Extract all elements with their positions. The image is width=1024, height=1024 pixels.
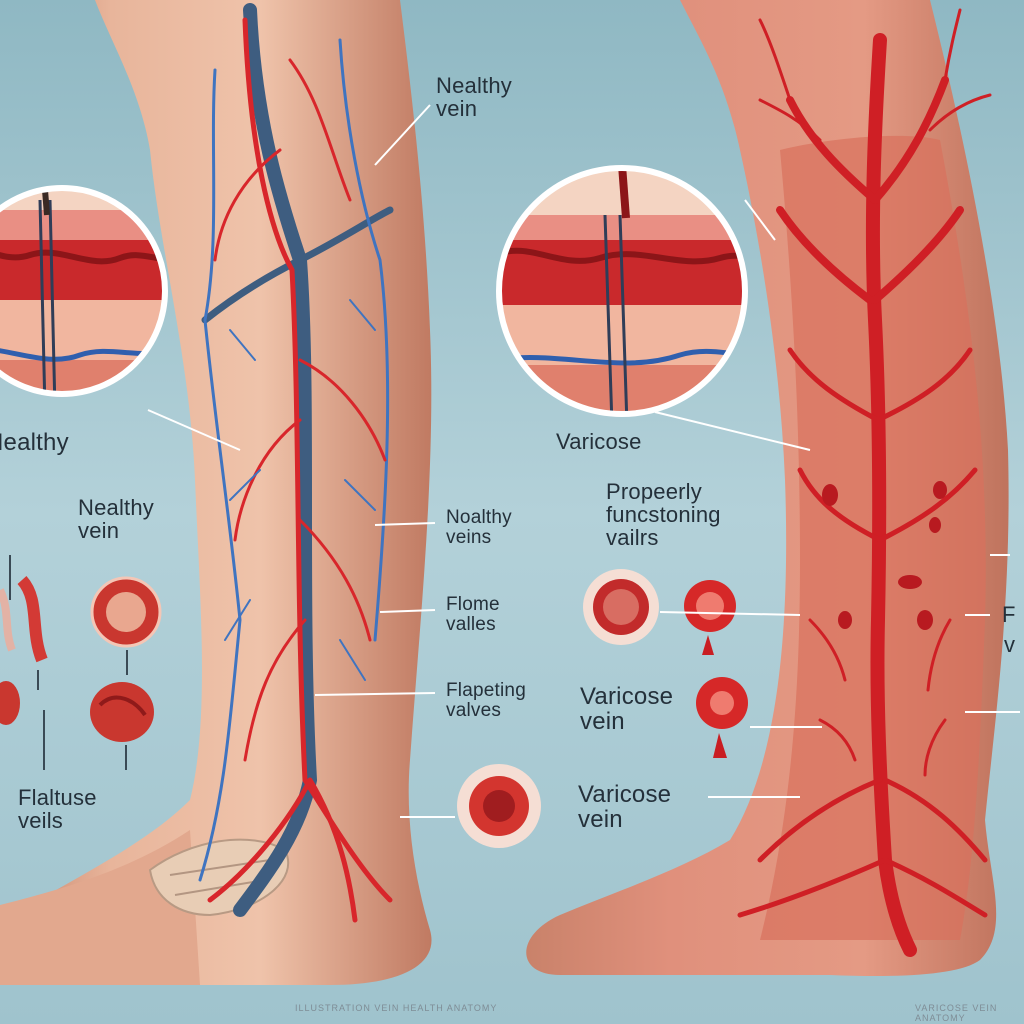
footer-left-text: ILLUSTRATION VEIN HEALTH ANATOMY (295, 1003, 498, 1013)
label-noalthy-veins: Noalthy veins (446, 507, 512, 548)
healthy-skin-cross-section (0, 185, 168, 397)
label-varicose-vein-1: Varicose vein (580, 683, 674, 736)
left-edge-valve-fragments (0, 575, 48, 725)
valve-diagrams (0, 569, 748, 848)
tick-lines (9, 555, 128, 770)
label-properly-functioning: Propeerly funcstoning vailrs (606, 479, 721, 551)
label-healthy: Healthy (0, 429, 69, 456)
healthy-vein-network (198, 3, 394, 923)
label-varicose-vein-2: Varicose vein (578, 781, 672, 834)
varicose-spots (822, 481, 947, 630)
varicose-vein-network (737, 8, 992, 957)
label-edge-v: v (1004, 632, 1016, 657)
faulty-valve-blob (90, 682, 154, 742)
label-edge-f: F (1002, 602, 1016, 627)
varicose-valve-drop-2 (696, 677, 748, 758)
label-nealthy-vein-top: Nealthy vein (436, 73, 512, 122)
label-flapeting-valves: Flapeting valves (446, 680, 526, 721)
label-varicose-center: Varicose (556, 429, 642, 454)
leader-lines (147, 104, 1020, 818)
footer-right-text: VARICOSE VEIN ANATOMY (915, 1003, 998, 1023)
healthy-valve-ring (90, 576, 162, 648)
label-nealthy-vein-left: Nealthy vein (78, 495, 154, 544)
properly-functioning-valve (583, 569, 659, 645)
varicose-skin-cross-section (496, 165, 748, 417)
open-valve-ring-large (457, 764, 541, 848)
label-flaltuse-veils: Flaltuse veils (18, 785, 97, 834)
label-flome-valles: Flome valles (446, 594, 500, 635)
